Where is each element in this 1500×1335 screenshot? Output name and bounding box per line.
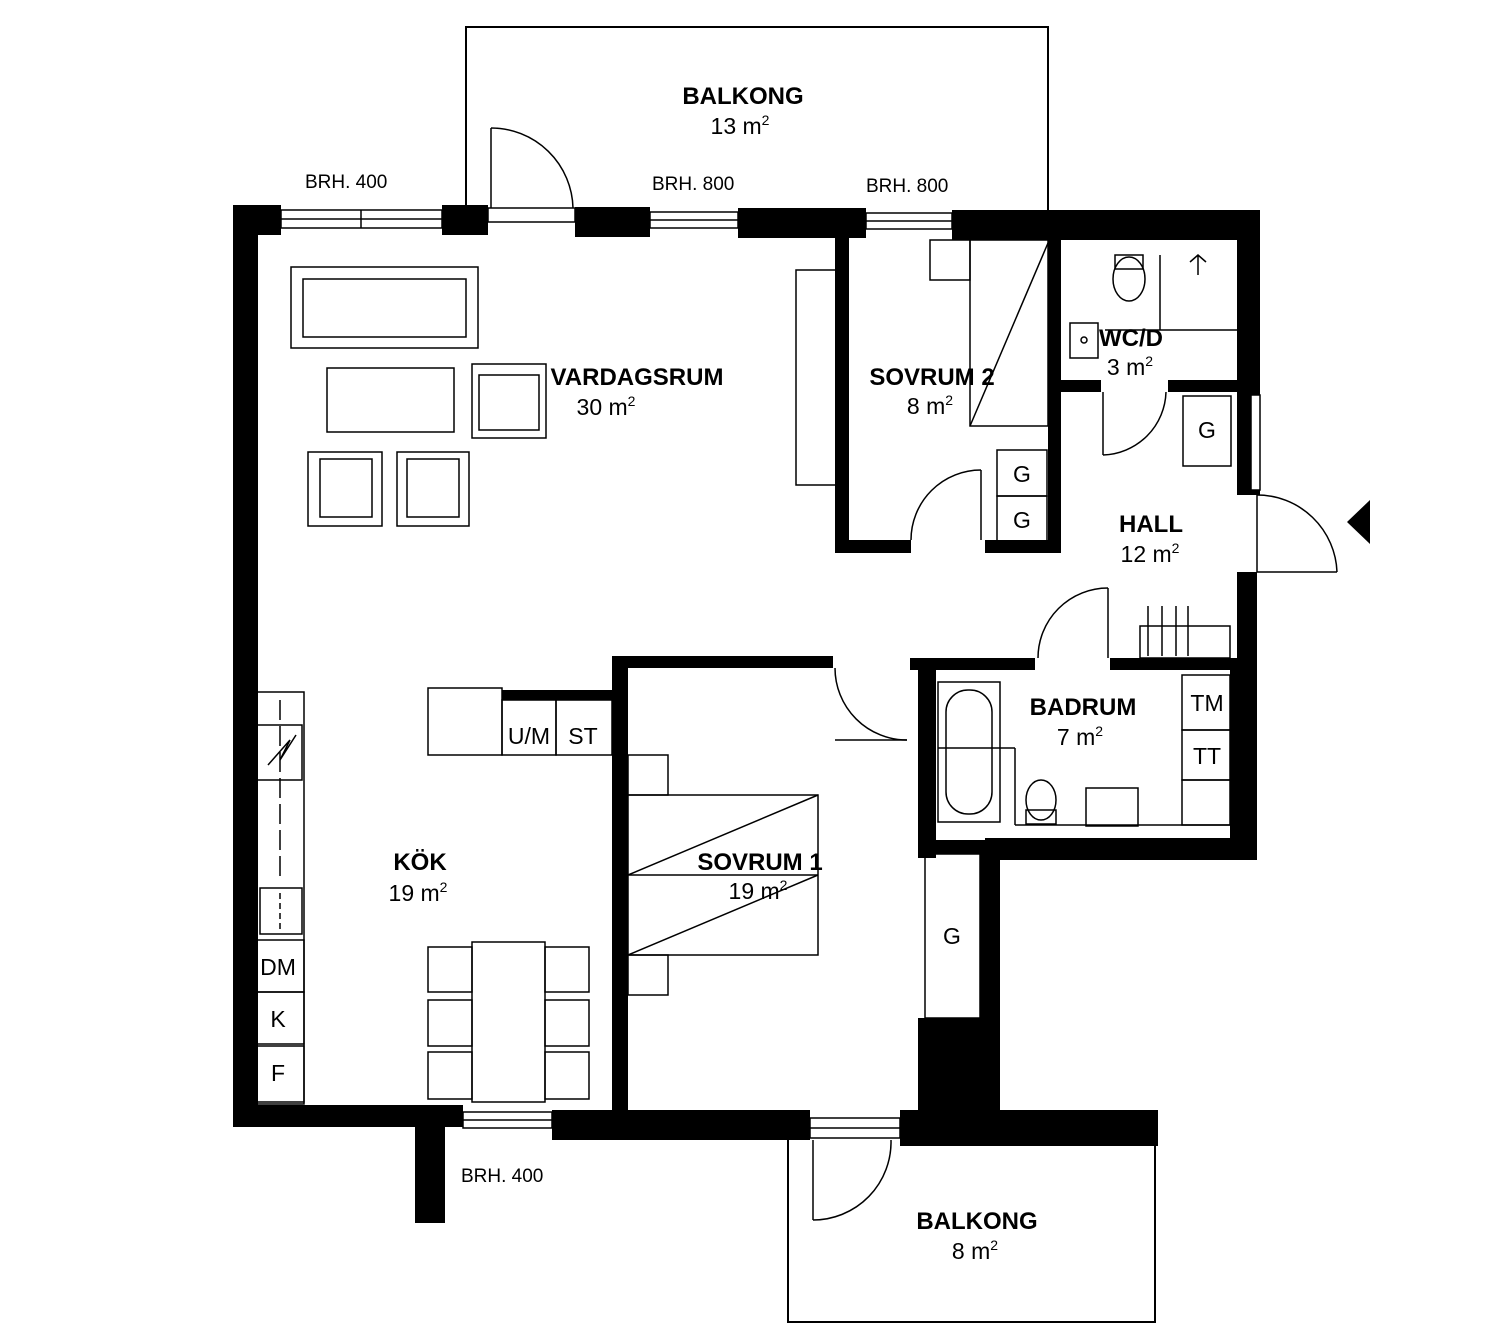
room-area: 7 m2	[1057, 723, 1103, 750]
room-sovrum-2: SOVRUM 2 8 m2	[869, 364, 994, 419]
wardrobe-tag: G	[1013, 461, 1031, 487]
interior-walls	[502, 235, 1243, 1116]
exterior-walls	[233, 205, 1260, 1223]
room-name: HALL	[1119, 511, 1183, 538]
washer-dryer-tag: U/M	[508, 723, 550, 749]
room-name: KÖK	[393, 849, 447, 876]
doors	[487, 127, 1338, 1221]
room-balkong-north: BALKONG 13 m2	[682, 83, 803, 139]
room-area: 19 m2	[729, 877, 788, 904]
room-area: 13 m2	[711, 112, 770, 139]
room-name: SOVRUM 1	[697, 849, 822, 876]
stove-tag: ST	[568, 723, 597, 749]
room-area: 12 m2	[1121, 540, 1180, 567]
wardrobe-tag: G	[1013, 507, 1031, 533]
entrance-arrow-icon	[1347, 500, 1370, 544]
window-label-north-right: BRH. 800	[866, 176, 948, 197]
balcony-north	[465, 26, 1049, 210]
balcony-south	[787, 1140, 1156, 1323]
freezer-tag: F	[271, 1060, 285, 1086]
fridge-tag: K	[270, 1006, 286, 1032]
room-area: 19 m2	[389, 879, 448, 906]
room-vardagsrum: VARDAGSRUM 30 m2	[551, 364, 724, 420]
room-hall: HALL 12 m2	[1119, 511, 1183, 567]
room-name: BALKONG	[682, 83, 803, 110]
window-label-north-left: BRH. 400	[305, 172, 387, 193]
room-name: BADRUM	[1030, 694, 1137, 721]
room-area: 8 m2	[907, 392, 953, 419]
room-name: BALKONG	[916, 1208, 1037, 1235]
room-area: 30 m2	[577, 393, 636, 420]
room-area: 8 m2	[952, 1237, 998, 1264]
wardrobe-tag: G	[943, 923, 961, 949]
washing-machine-tag: TM	[1190, 690, 1223, 716]
room-badrum: BADRUM 7 m2	[1030, 694, 1137, 750]
room-name: WC/D	[1099, 325, 1163, 352]
room-area: 3 m2	[1107, 353, 1153, 380]
windows	[280, 209, 1261, 1139]
room-wcd: WC/D 3 m2	[1099, 325, 1163, 380]
furniture	[251, 239, 1237, 1105]
room-name: SOVRUM 2	[869, 364, 994, 391]
window-label-south-left: BRH. 400	[461, 1166, 543, 1187]
room-name: VARDAGSRUM	[551, 364, 724, 391]
room-kok: KÖK 19 m2	[389, 849, 448, 906]
window-label-north-center: BRH. 800	[652, 174, 734, 195]
dishwasher-tag: DM	[260, 954, 296, 980]
room-sovrum-1: SOVRUM 1 19 m2	[697, 849, 822, 904]
wardrobe-tag: G	[1198, 417, 1216, 443]
room-balkong-south: BALKONG 8 m2	[916, 1208, 1037, 1264]
tumble-dryer-tag: TT	[1193, 743, 1221, 769]
